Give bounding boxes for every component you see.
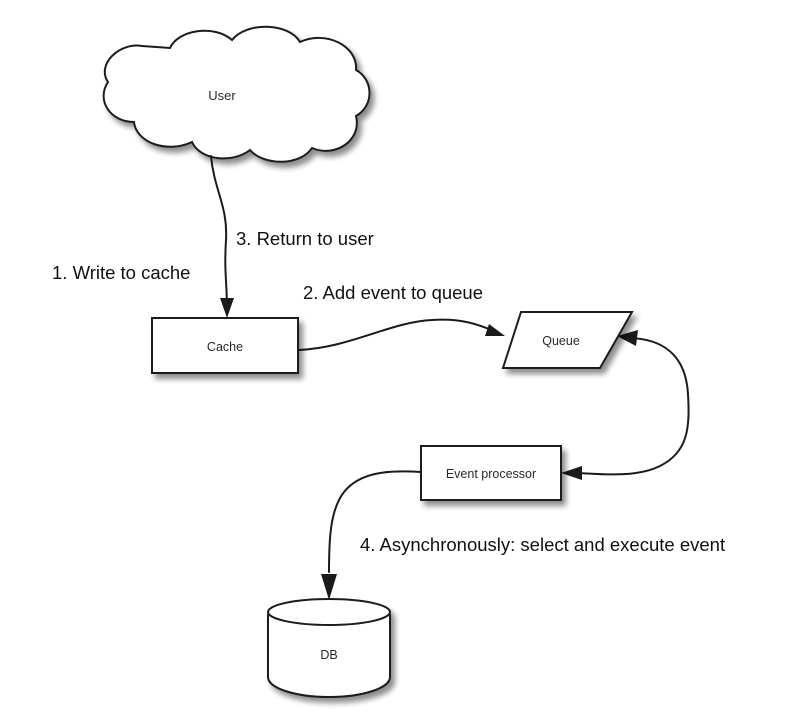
- db-top-outline: [267, 598, 391, 626]
- edge-processor-to-db-line: [328, 470, 422, 573]
- edge-cache-to-queue[interactable]: [297, 318, 505, 351]
- step-label-2: 2. Add event to queue: [303, 282, 483, 303]
- queue-shape: [503, 312, 632, 368]
- node-db-label: DB: [320, 648, 337, 662]
- event-processor-outline: [420, 445, 562, 501]
- arrow-head-db: [321, 574, 337, 600]
- cache-shape: [152, 318, 298, 373]
- node-cache[interactable]: Cache: [151, 317, 299, 374]
- edge-user-to-cache-line: [210, 155, 228, 311]
- node-user-label: User: [208, 88, 236, 103]
- edge-user-to-cache[interactable]: [210, 155, 234, 318]
- step-label-3: 3. Return to user: [236, 228, 374, 249]
- cloud-outline: [102, 25, 371, 163]
- node-db[interactable]: DB: [267, 598, 391, 699]
- db-body-outline: [267, 614, 391, 699]
- arrow-head-queue: [485, 324, 505, 336]
- arrow-head-queue-loop: [617, 330, 638, 346]
- step-label-1: 1. Write to cache: [52, 262, 190, 283]
- queue-outline: [501, 311, 634, 369]
- cache-outline: [151, 317, 299, 374]
- node-queue[interactable]: Queue: [501, 311, 634, 369]
- edge-queue-processor-line: [577, 337, 690, 476]
- node-event-processor-label: Event processor: [446, 467, 536, 481]
- db-body-shape: [268, 614, 390, 697]
- step-label-4: 4. Asynchronously: select and execute ev…: [360, 534, 725, 555]
- edge-queue-processor-loop[interactable]: [561, 330, 690, 480]
- node-user[interactable]: User: [102, 25, 371, 163]
- node-event-processor[interactable]: Event processor: [420, 445, 562, 501]
- event-processor-shape: [421, 446, 561, 500]
- arrow-head-cache: [220, 298, 234, 318]
- db-top-shape: [268, 599, 390, 625]
- node-cache-label: Cache: [207, 340, 243, 354]
- arrow-head-event-processor: [561, 466, 582, 480]
- edge-cache-to-queue-line: [297, 318, 497, 351]
- node-queue-label: Queue: [542, 334, 580, 348]
- edge-processor-to-db[interactable]: [321, 470, 422, 600]
- cloud-shape: [103, 26, 370, 162]
